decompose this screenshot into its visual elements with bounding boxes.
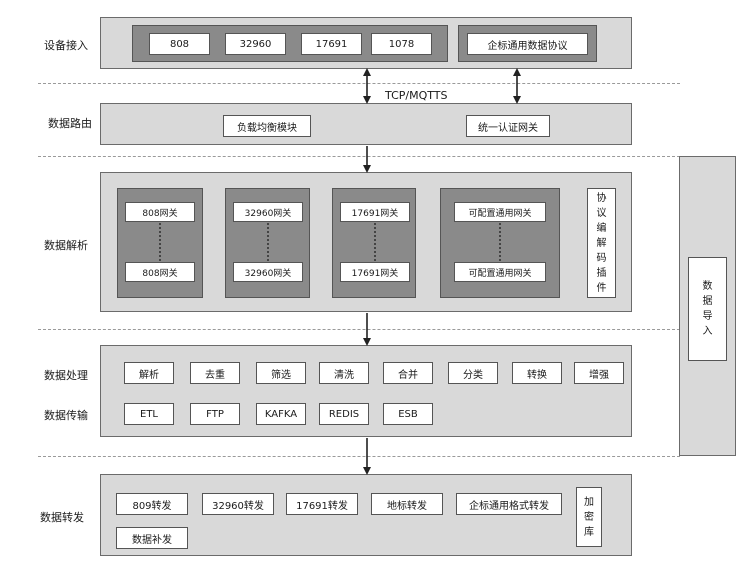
row-label-processing: 数据处理 [44, 369, 88, 382]
gateway-generic-dots [499, 223, 501, 261]
process-clean: 清洗 [319, 362, 369, 384]
process-filter: 筛选 [256, 362, 306, 384]
row-label-access: 设备接入 [44, 39, 88, 52]
codec-plugin-char: 议 [596, 207, 607, 219]
access-port-group: 808 32960 17691 1078 [132, 25, 448, 62]
separator-4 [38, 456, 680, 457]
data-import-char: 据 [702, 296, 713, 307]
enterprise-protocol: 企标通用数据协议 [467, 33, 588, 55]
codec-plugin-char: 编 [596, 222, 607, 234]
parsing-layer: 808网关 808网关 32960网关 32960网关 17691网关 1769… [100, 172, 632, 312]
data-import: 数 据 导 入 [688, 257, 727, 361]
row-label-transmission: 数据传输 [44, 409, 88, 422]
row-label-parsing: 数据解析 [44, 239, 88, 252]
process-classify: 分类 [448, 362, 498, 384]
process-convert: 转换 [512, 362, 562, 384]
data-import-char: 数 [702, 281, 713, 292]
transport-esb: ESB [383, 403, 433, 425]
port-1078: 1078 [371, 33, 432, 55]
transport-ftp: FTP [190, 403, 240, 425]
process-merge: 合并 [383, 362, 433, 384]
load-balancer: 负载均衡模块 [223, 115, 311, 137]
crypto-store-char: 加 [584, 496, 594, 508]
separator-1 [38, 83, 680, 84]
gateway-generic-bottom: 可配置通用网关 [454, 262, 546, 282]
gateway-group-generic: 可配置通用网关 可配置通用网关 [440, 188, 560, 298]
import-panel: 数 据 导 入 [679, 156, 736, 456]
transport-kafka: KAFKA [256, 403, 306, 425]
port-17691: 17691 [301, 33, 362, 55]
transport-etl: ETL [124, 403, 174, 425]
gateway-generic-top: 可配置通用网关 [454, 202, 546, 222]
routing-layer: 负载均衡模块 统一认证网关 [100, 103, 632, 145]
gateway-32960-dots [267, 223, 269, 261]
gateway-32960-top: 32960网关 [233, 202, 303, 222]
processing-layer: 解析 去重 筛选 清洗 合并 分类 转换 增强 ETL FTP KAFKA RE… [100, 345, 632, 437]
gateway-808-bottom: 808网关 [125, 262, 195, 282]
data-import-char: 导 [702, 311, 713, 322]
row-label-forwarding: 数据转发 [40, 511, 84, 524]
separator-3 [38, 329, 680, 330]
port-808: 808 [149, 33, 210, 55]
access-layer: 808 32960 17691 1078 企标通用数据协议 [100, 17, 632, 69]
protocol-group: 企标通用数据协议 [458, 25, 597, 62]
crypto-store: 加 密 库 [576, 487, 602, 547]
gateway-group-17691: 17691网关 17691网关 [332, 188, 416, 298]
codec-plugin-char: 码 [596, 252, 607, 264]
forward-enterprise-format: 企标通用格式转发 [456, 493, 562, 515]
gateway-808-top: 808网关 [125, 202, 195, 222]
forward-local-standard: 地标转发 [371, 493, 443, 515]
forward-809: 809转发 [116, 493, 188, 515]
codec-plugin: 协 议 编 解 码 插 件 [587, 188, 616, 298]
gateway-17691-bottom: 17691网关 [340, 262, 410, 282]
forward-17691: 17691转发 [286, 493, 358, 515]
gateway-32960-bottom: 32960网关 [233, 262, 303, 282]
gateway-group-808: 808网关 808网关 [117, 188, 203, 298]
auth-gateway: 统一认证网关 [466, 115, 550, 137]
codec-plugin-char: 插 [596, 267, 607, 279]
process-parse: 解析 [124, 362, 174, 384]
crypto-store-char: 密 [584, 511, 594, 523]
codec-plugin-char: 协 [596, 192, 607, 204]
forward-32960: 32960转发 [202, 493, 274, 515]
data-resend: 数据补发 [116, 527, 188, 549]
row-label-routing: 数据路由 [48, 117, 92, 130]
gateway-group-32960: 32960网关 32960网关 [225, 188, 310, 298]
forwarding-layer: 809转发 32960转发 17691转发 地标转发 企标通用格式转发 数据补发… [100, 474, 632, 556]
port-32960: 32960 [225, 33, 286, 55]
crypto-store-char: 库 [584, 526, 594, 538]
gateway-808-dots [159, 223, 161, 261]
separator-2 [38, 156, 680, 157]
codec-plugin-char: 解 [596, 237, 607, 249]
gateway-17691-dots [374, 223, 376, 261]
link-label: TCP/MQTTS [385, 89, 448, 102]
process-enhance: 增强 [574, 362, 624, 384]
process-dedupe: 去重 [190, 362, 240, 384]
transport-redis: REDIS [319, 403, 369, 425]
codec-plugin-char: 件 [596, 282, 607, 294]
data-import-char: 入 [702, 326, 713, 337]
gateway-17691-top: 17691网关 [340, 202, 410, 222]
